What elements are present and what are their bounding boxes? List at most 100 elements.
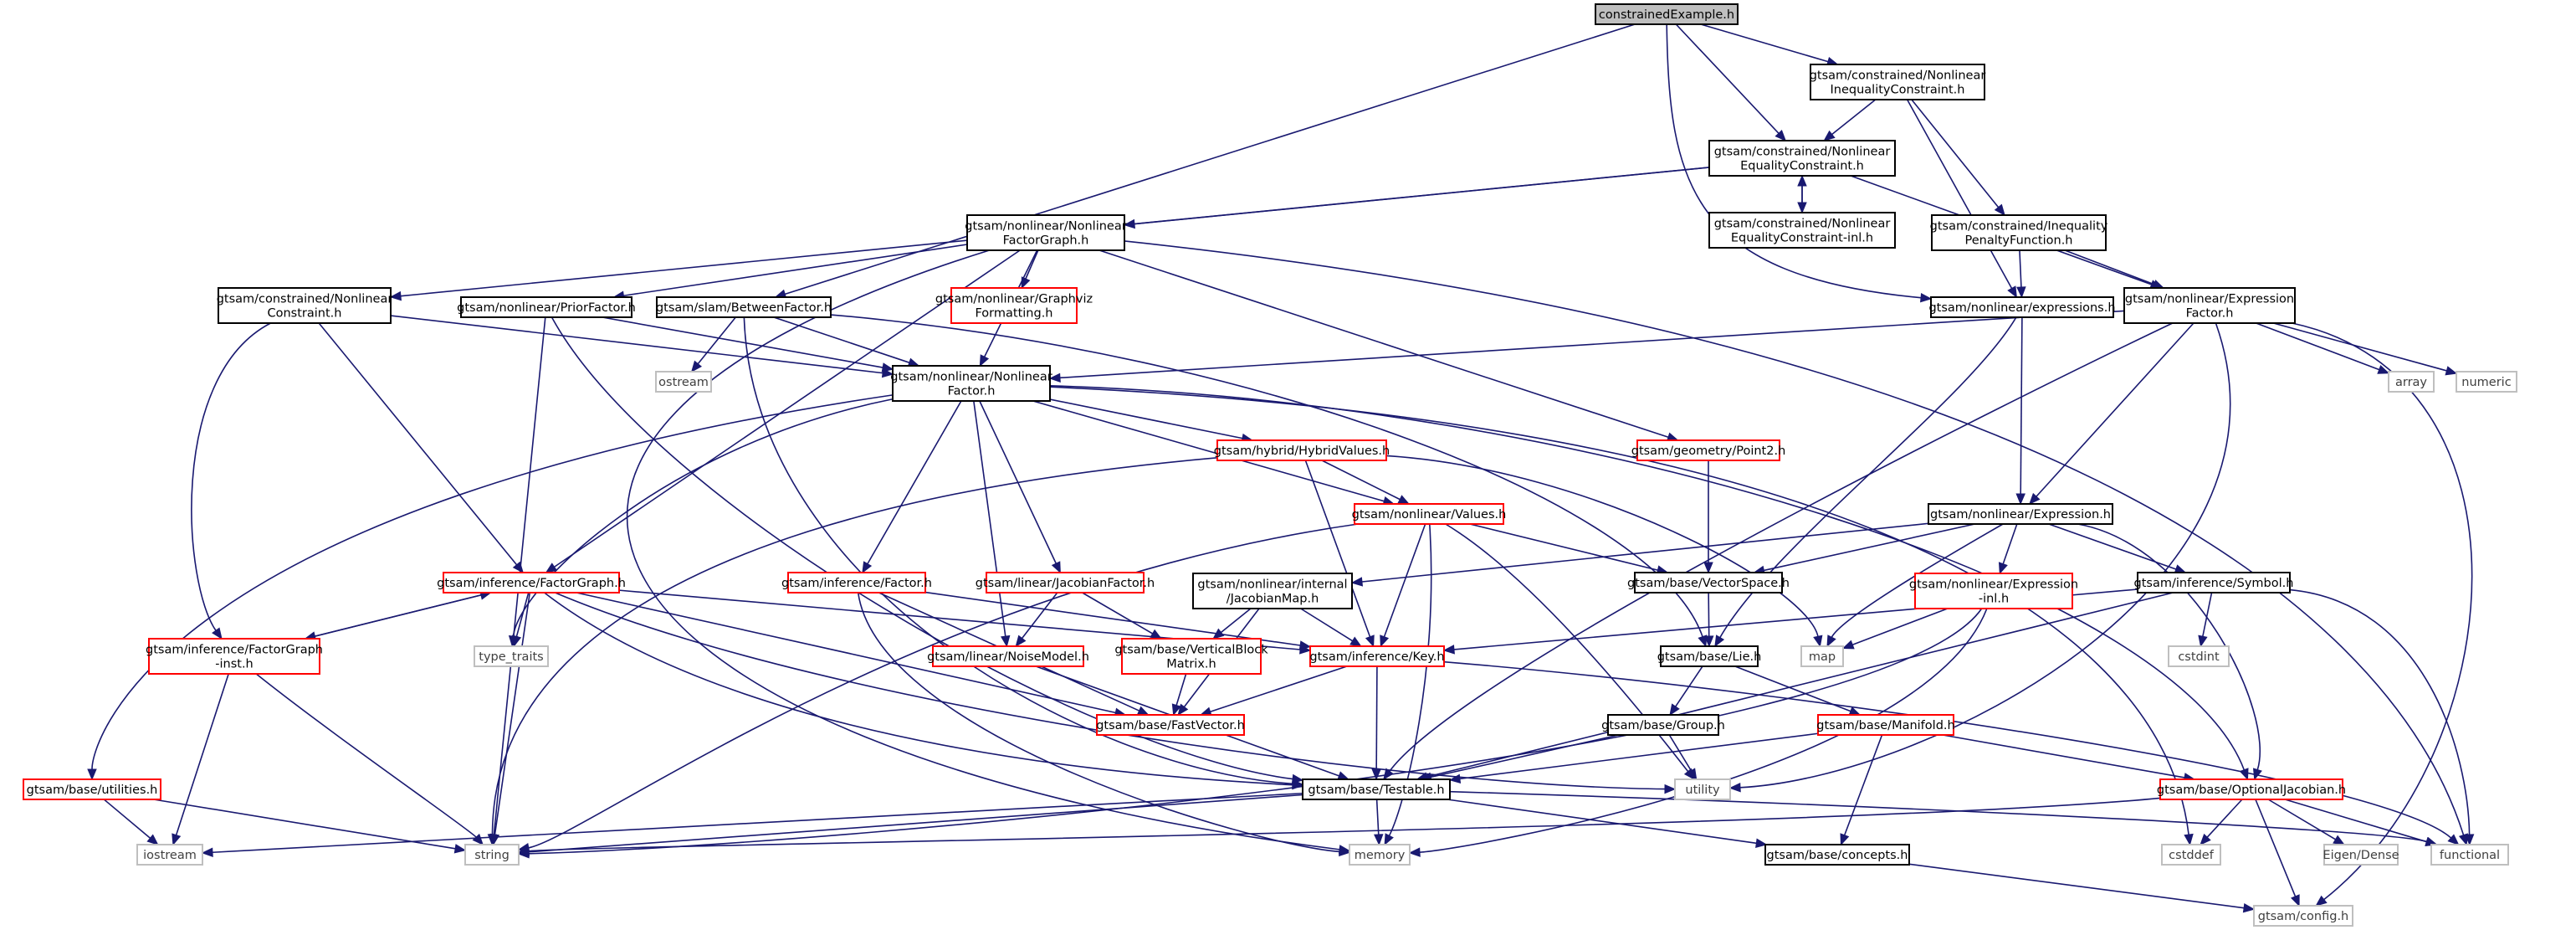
arrowhead bbox=[172, 833, 182, 846]
edge-line bbox=[1300, 608, 1354, 642]
edge-group-to-utility bbox=[1668, 734, 1698, 781]
node-testable[interactable]: gtsam/base/Testable.h bbox=[1302, 778, 1451, 800]
edge-line bbox=[153, 799, 456, 850]
arrowhead bbox=[862, 561, 873, 574]
edge-line bbox=[2284, 799, 2427, 843]
edge-manifold-to-concepts bbox=[1840, 734, 1883, 846]
arrowhead bbox=[2198, 635, 2208, 648]
node-box bbox=[2323, 844, 2399, 866]
edge-lie-to-group bbox=[1669, 665, 1703, 717]
node-box bbox=[1674, 778, 1731, 800]
node-utility: utility bbox=[1674, 778, 1731, 800]
node-box bbox=[1817, 714, 1954, 736]
node-box bbox=[1634, 572, 1783, 593]
edge-line bbox=[1843, 734, 1883, 836]
node-ineqpen[interactable]: gtsam/constrained/InequalityPenaltyFunct… bbox=[1930, 214, 2108, 251]
edge-line bbox=[2077, 523, 2261, 770]
node-box bbox=[1607, 714, 1719, 736]
node-exprinl[interactable]: gtsam/nonlinear/Expression-inl.h bbox=[1909, 573, 2078, 609]
edge-hybridvalues-to-values bbox=[1321, 460, 1411, 505]
node-values[interactable]: gtsam/nonlinear/Values.h bbox=[1352, 503, 1507, 525]
node-noisemodel[interactable]: gtsam/linear/NoiseModel.h bbox=[927, 645, 1089, 667]
arrowhead bbox=[1775, 129, 1787, 141]
edge-line bbox=[1700, 23, 1829, 63]
edge-line bbox=[1469, 523, 1658, 571]
edge-line bbox=[2019, 249, 2022, 288]
arrowhead bbox=[1687, 768, 1698, 781]
node-prior[interactable]: gtsam/nonlinear/PriorFactor.h bbox=[457, 296, 636, 318]
node-label: numeric bbox=[2461, 376, 2511, 389]
edge-line bbox=[1304, 460, 1371, 638]
node-nleq[interactable]: gtsam/constrained/NonlinearEqualityConst… bbox=[1708, 140, 1896, 177]
edge-concepts-to-config bbox=[1908, 863, 2256, 913]
edge-fginst-to-factorgraph bbox=[305, 590, 492, 640]
arrowhead bbox=[1994, 203, 2005, 217]
edge-line bbox=[2202, 592, 2213, 637]
node-vectorspace[interactable]: gtsam/base/VectorSpace.h bbox=[1627, 572, 1790, 593]
node-box bbox=[1636, 439, 1780, 461]
edge-exprfactor-to-config bbox=[2292, 322, 2473, 907]
node-root[interactable]: constrainedExample.h bbox=[1595, 3, 1739, 25]
node-between[interactable]: gtsam/slam/BetweenFactor.h bbox=[656, 296, 832, 318]
node-jacmap[interactable]: gtsam/nonlinear/internal/JacobianMap.h bbox=[1192, 573, 1353, 609]
node-group[interactable]: gtsam/base/Group.h bbox=[1601, 714, 1725, 736]
node-label: gtsam/base/concepts.h bbox=[1767, 849, 1908, 862]
node-fastvector[interactable]: gtsam/base/FastVector.h bbox=[1096, 714, 1245, 736]
node-lie[interactable]: gtsam/base/Lie.h bbox=[1657, 645, 1762, 667]
edge-line bbox=[1388, 523, 1432, 836]
edge-line bbox=[551, 316, 1293, 780]
node-label: gtsam/linear/JacobianFactor.h bbox=[976, 577, 1155, 590]
edge-exprs-to-expression bbox=[2015, 316, 2025, 506]
node-utilities[interactable]: gtsam/base/utilities.h bbox=[23, 778, 161, 800]
edge-exprfactor-to-expression bbox=[2029, 322, 2194, 505]
node-concepts[interactable]: gtsam/base/concepts.h bbox=[1764, 844, 1910, 866]
edge-nlconstr-to-fginst bbox=[191, 322, 271, 640]
edge-testable-to-iostream bbox=[201, 792, 1303, 857]
node-box bbox=[2253, 905, 2353, 927]
node-expression[interactable]: gtsam/nonlinear/Expression.h bbox=[1928, 503, 2113, 525]
edge-vblock-to-fastvector bbox=[1171, 673, 1187, 717]
arrowhead bbox=[1408, 847, 1421, 857]
arrowhead bbox=[1365, 635, 1375, 648]
edge-line bbox=[1375, 665, 1378, 770]
node-label: gtsam/nonlinear/Nonlinear bbox=[965, 220, 1126, 234]
node-fginst[interactable]: gtsam/inference/FactorGraph-inst.h bbox=[146, 638, 323, 675]
edge-optjac-to-config bbox=[2255, 799, 2300, 907]
node-label: PenaltyFunction.h bbox=[1965, 234, 2073, 248]
node-manifold[interactable]: gtsam/base/Manifold.h bbox=[1816, 714, 1955, 736]
node-label: gtsam/base/utilities.h bbox=[27, 784, 158, 797]
node-nleqinl[interactable]: gtsam/constrained/NonlinearEqualityConst… bbox=[1708, 212, 1896, 249]
node-hybridvalues[interactable]: gtsam/hybrid/HybridValues.h bbox=[1214, 439, 1390, 461]
edge-line bbox=[973, 400, 1006, 637]
node-label: gtsam/nonlinear/Expression.h bbox=[1930, 508, 2111, 522]
edge-line bbox=[623, 244, 968, 297]
node-box bbox=[986, 572, 1145, 593]
node-box bbox=[932, 645, 1084, 667]
arrowhead bbox=[1826, 635, 1836, 648]
arrowhead bbox=[146, 834, 159, 845]
arrowhead bbox=[512, 635, 522, 648]
node-optjac[interactable]: gtsam/base/OptionalJacobian.h bbox=[2157, 778, 2346, 800]
node-point2[interactable]: gtsam/geometry/Point2.h bbox=[1631, 439, 1786, 461]
node-key[interactable]: gtsam/inference/Key.h bbox=[1309, 645, 1445, 667]
edge-layer bbox=[87, 23, 2475, 913]
edge-line bbox=[1059, 310, 2125, 379]
node-factorgraph[interactable]: gtsam/inference/FactorGraph.h bbox=[437, 572, 626, 593]
node-eigendense: Eigen/Dense bbox=[2322, 844, 2399, 866]
node-nlineq[interactable]: gtsam/constrained/NonlinearInequalityCon… bbox=[1810, 64, 1986, 100]
node-symbol[interactable]: gtsam/inference/Symbol.h bbox=[2134, 572, 2294, 593]
node-infactor[interactable]: gtsam/inference/Factor.h bbox=[781, 572, 932, 593]
edge-line bbox=[494, 592, 531, 835]
node-label: /JacobianMap.h bbox=[1227, 593, 1319, 606]
edge-ineqpen-to-exprfactor bbox=[2064, 249, 2165, 289]
node-exprs[interactable]: gtsam/nonlinear/expressions.h bbox=[1928, 296, 2116, 318]
node-label: gtsam/constrained/Nonlinear bbox=[217, 293, 393, 306]
edge-exprfactor-to-numeric bbox=[2273, 322, 2458, 376]
node-jacfactor[interactable]: gtsam/linear/JacobianFactor.h bbox=[976, 572, 1155, 593]
